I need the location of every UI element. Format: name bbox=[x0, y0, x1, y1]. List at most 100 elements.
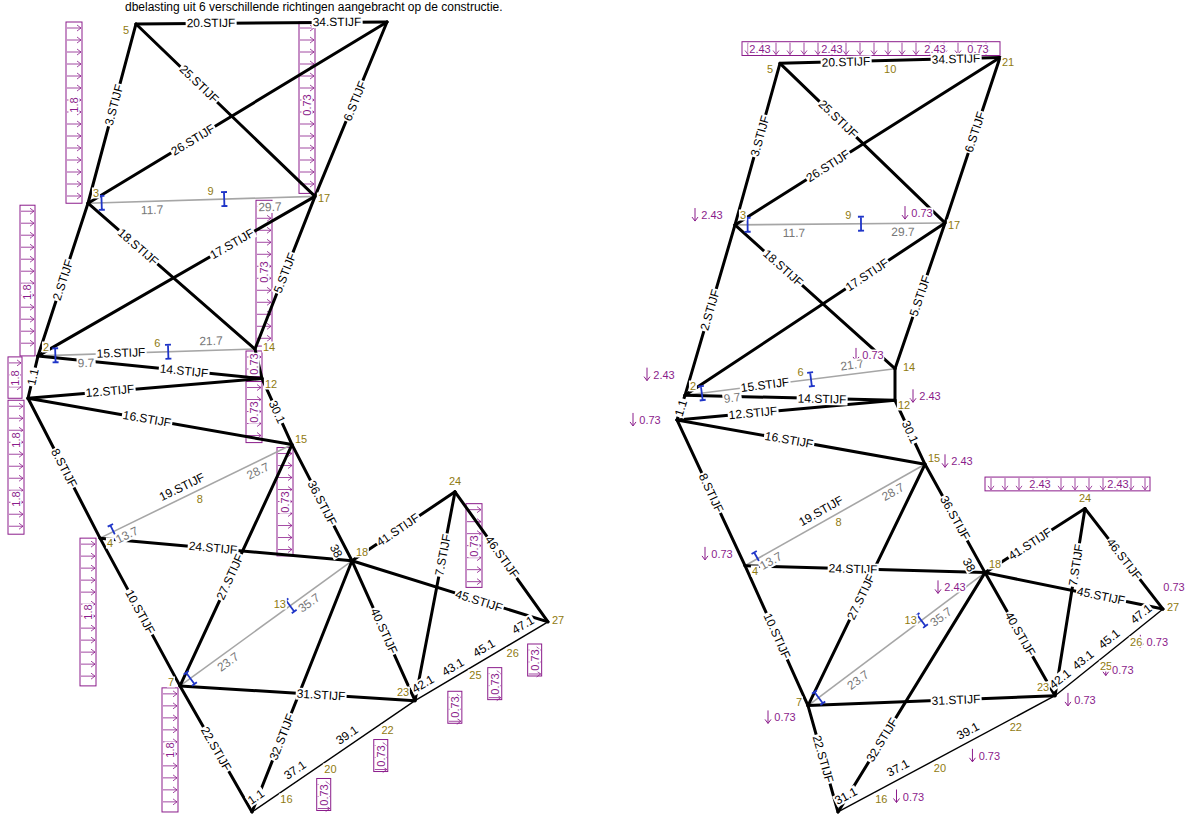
load-block bbox=[374, 740, 388, 772]
chord-loads bbox=[317, 644, 542, 811]
member-label: 14.STIJF bbox=[796, 392, 847, 405]
joint-number: 9 bbox=[207, 185, 215, 196]
hinge-symbol bbox=[52, 348, 58, 362]
joint-number: 18 bbox=[355, 546, 369, 557]
member-label: 20.STIJF bbox=[821, 55, 872, 68]
joint-number: 14 bbox=[902, 361, 916, 372]
load-value: 0.73 bbox=[529, 648, 540, 671]
member-label: 41.STIJF bbox=[1005, 525, 1054, 562]
rigid-member bbox=[352, 561, 415, 701]
member-label: 37.1 bbox=[884, 757, 912, 780]
member-label: 45.STIJF bbox=[1075, 585, 1127, 607]
member-label: 36.STIJF bbox=[937, 493, 972, 543]
load-arrows bbox=[449, 694, 461, 724]
joint-number: 4 bbox=[106, 538, 114, 549]
load-arrows bbox=[988, 478, 1148, 490]
joint-number: 23 bbox=[1036, 681, 1050, 692]
load-arrow bbox=[644, 368, 650, 381]
load-value: 0.73 bbox=[1073, 694, 1096, 705]
load-value: 2.43 bbox=[943, 582, 966, 593]
member-label: 25.STIJF bbox=[176, 62, 221, 106]
rigid-member bbox=[88, 24, 136, 203]
member-label: 18.STIJF bbox=[760, 247, 806, 290]
load-arrows bbox=[278, 451, 292, 553]
member-label: 1.1 bbox=[672, 397, 689, 418]
member-label: 43.1 bbox=[1070, 648, 1097, 673]
rigid-member bbox=[180, 686, 252, 812]
load-value: 2.43 bbox=[820, 43, 843, 54]
load-arrow bbox=[893, 789, 899, 802]
load-diagram bbox=[246, 22, 482, 587]
rigid-member bbox=[894, 369, 897, 401]
load-arrows bbox=[318, 781, 330, 811]
member-label: 6.STIJF bbox=[963, 109, 988, 155]
joint-number: 27 bbox=[1166, 602, 1180, 613]
rigid-member bbox=[685, 223, 945, 395]
member-length: 35.7 bbox=[295, 591, 323, 616]
joint-number: 8 bbox=[835, 517, 843, 528]
load-block bbox=[80, 538, 96, 686]
load-value: 2.43 bbox=[1106, 479, 1129, 490]
member-label: 18.STIJF bbox=[115, 226, 161, 268]
rigid-member bbox=[292, 445, 352, 561]
rigid-member bbox=[985, 573, 1055, 696]
joint-number: 24 bbox=[1078, 492, 1092, 503]
member-label: 40.STIJF bbox=[368, 605, 400, 656]
load-value: 0.73 bbox=[773, 712, 796, 723]
joint-number: 8 bbox=[196, 493, 204, 504]
joint-number: 24 bbox=[448, 475, 462, 486]
member-label: 12.STIJF bbox=[728, 405, 780, 422]
load-value: 0.73 bbox=[489, 672, 500, 695]
load-value: 0.73 bbox=[469, 534, 480, 557]
member-label: 6.STIJF bbox=[341, 78, 369, 123]
load-value: 2.43 bbox=[918, 391, 941, 402]
hinge-symbol bbox=[812, 690, 825, 705]
load-value: 1.8 bbox=[83, 603, 94, 620]
load-value: 1.8 bbox=[11, 490, 22, 507]
joint-number: 9 bbox=[844, 209, 852, 220]
load-arrows bbox=[489, 671, 501, 701]
rigid-member bbox=[677, 420, 745, 566]
joint-number: 6 bbox=[153, 338, 161, 349]
member-label: 2.STIJF bbox=[50, 257, 75, 303]
load-arrows bbox=[21, 208, 34, 346]
member-label: 3.STIJF bbox=[103, 82, 126, 128]
joint-number: 21 bbox=[1001, 56, 1015, 67]
member-label: 22.STIJF bbox=[198, 724, 234, 774]
hinge-symbol bbox=[698, 386, 706, 401]
member-label: 7.STIJF bbox=[1067, 542, 1086, 587]
member-label: 39.1 bbox=[334, 723, 362, 747]
load-arrow bbox=[935, 580, 941, 593]
load-arrows bbox=[81, 541, 95, 679]
member-label: 7.STIJF bbox=[433, 532, 453, 577]
member-label: 30.1 bbox=[899, 418, 921, 446]
hinged-member bbox=[38, 349, 255, 356]
rigid-member bbox=[262, 379, 292, 445]
joint-number: 5 bbox=[122, 25, 130, 36]
joint-number: 25 bbox=[468, 670, 482, 681]
joint-number: 7 bbox=[167, 676, 175, 687]
member-label: 26.STIJF bbox=[168, 122, 218, 159]
load-value: 0.73 bbox=[318, 783, 329, 806]
load-arrows bbox=[9, 360, 21, 390]
rigid-member bbox=[685, 395, 895, 400]
rigid-member bbox=[315, 22, 387, 196]
point-loads bbox=[630, 206, 1143, 802]
load-block bbox=[246, 382, 262, 443]
joint-number: 4 bbox=[751, 565, 759, 576]
load-value: 1.8 bbox=[69, 96, 80, 113]
rigid-member bbox=[255, 196, 315, 349]
joint-number: 2 bbox=[689, 381, 697, 392]
member-label: 31.1 bbox=[832, 785, 860, 808]
load-value: 2.43 bbox=[923, 43, 946, 54]
joint-number: 27 bbox=[551, 614, 565, 625]
joint-number: 15 bbox=[294, 433, 308, 444]
member-label: 27.STIJF bbox=[214, 552, 246, 603]
joint-number: 15 bbox=[927, 453, 941, 464]
member-label: 30.1 bbox=[266, 398, 287, 426]
member-length: 29.7 bbox=[890, 226, 915, 238]
load-block bbox=[162, 688, 178, 812]
member-label: 47.1 bbox=[1127, 602, 1154, 627]
member-label: 46.STIJF bbox=[1104, 535, 1145, 582]
rigid-member bbox=[677, 420, 925, 464]
